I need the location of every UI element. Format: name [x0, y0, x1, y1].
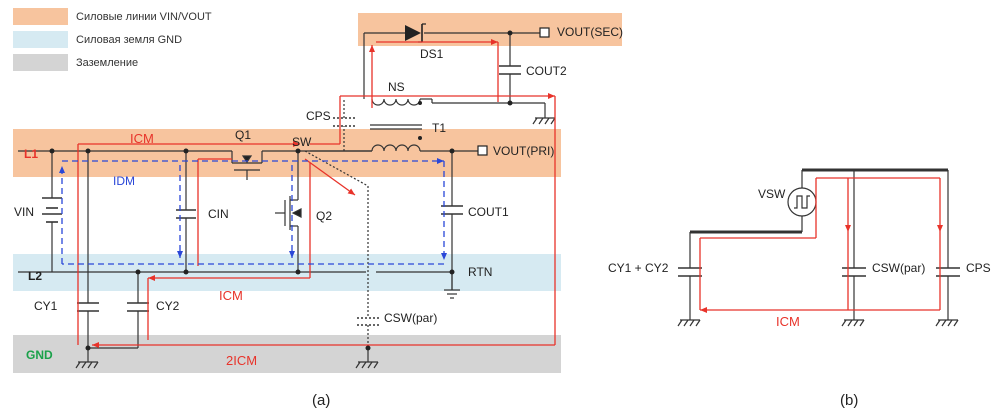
cy2-label: CY2 — [156, 299, 180, 313]
band-gnd — [13, 335, 561, 373]
ds1-label: DS1 — [420, 47, 444, 61]
band-l1 — [13, 129, 561, 177]
diagram-a-bands — [13, 13, 622, 373]
ground-symbols-a — [75, 117, 556, 369]
t1-label: T1 — [432, 121, 446, 135]
current-idm-label: IDM — [113, 174, 135, 188]
cout1-label: COUT1 — [468, 205, 509, 219]
cps-b-label: CPS — [966, 261, 991, 275]
csw-par-b-label: CSW(par) — [872, 261, 925, 275]
q2-label: Q2 — [316, 209, 332, 223]
legend-swatch-power-ground — [13, 31, 68, 48]
legend: Силовые линии VIN/VOUT Силовая земля GND… — [13, 8, 212, 71]
band-secondary-output — [358, 13, 622, 46]
common-mode-current-paths — [77, 39, 556, 348]
caption-a: (a) — [312, 392, 330, 409]
transformer-t1 — [370, 98, 422, 152]
vin-label: VIN — [14, 205, 34, 219]
differential-mode-current-path — [59, 158, 447, 265]
icm-b-label: ICM — [776, 314, 800, 329]
ground-symbols-b — [677, 319, 959, 327]
cps-label: CPS — [306, 109, 331, 123]
vout-sec-terminal — [539, 27, 550, 38]
vout-sec-label: VOUT(SEC) — [557, 25, 623, 39]
junction-dots-a — [49, 30, 513, 351]
diagram-b: VSW CY1 + CY2 CSW(par) CPS ICM (b) — [608, 168, 991, 409]
mosfet-q2-icon — [275, 196, 302, 230]
legend-label-power-lines: Силовые линии VIN/VOUT — [76, 11, 212, 23]
vout-pri-label: VOUT(PRI) — [493, 144, 554, 158]
caption-b: (b) — [840, 392, 858, 409]
cy1-label: CY1 — [34, 299, 58, 313]
current-icm-top-label: ICM — [130, 131, 154, 146]
current-icm-low-label: ICM — [219, 288, 243, 303]
legend-swatch-power-lines — [13, 8, 68, 25]
vsw-source-icon — [787, 187, 817, 217]
diagram-a-wires — [18, 32, 546, 362]
current-2icm-label: 2ICM — [226, 353, 257, 368]
sw-label: SW — [292, 135, 312, 149]
cin-label: CIN — [208, 207, 229, 221]
vsw-label: VSW — [758, 187, 786, 201]
rtn-label: RTN — [468, 265, 492, 279]
band-l1-label: L1 — [24, 147, 38, 161]
ns-label: NS — [388, 80, 405, 94]
csw-par-label: CSW(par) — [384, 311, 437, 325]
mosfet-q1-icon — [232, 155, 262, 180]
legend-swatch-earth — [13, 54, 68, 71]
diagram-b-wires — [689, 168, 949, 320]
diagram-b-current-path — [699, 177, 943, 313]
band-l2-label: L2 — [28, 269, 42, 283]
diagram-a-labels: L1 L2 GND ICM IDM ICM 2ICM Q1 SW Q2 VIN … — [14, 25, 623, 409]
vout-pri-terminal — [477, 145, 488, 156]
capacitor-symbols-a — [42, 65, 521, 326]
band-gnd-label: GND — [26, 348, 53, 362]
cout2-label: COUT2 — [526, 64, 567, 78]
legend-label-earth: Заземление — [76, 57, 138, 69]
cy-sum-label: CY1 + CY2 — [608, 261, 669, 275]
q1-label: Q1 — [235, 128, 251, 142]
legend-label-power-ground: Силовая земля GND — [76, 34, 182, 46]
